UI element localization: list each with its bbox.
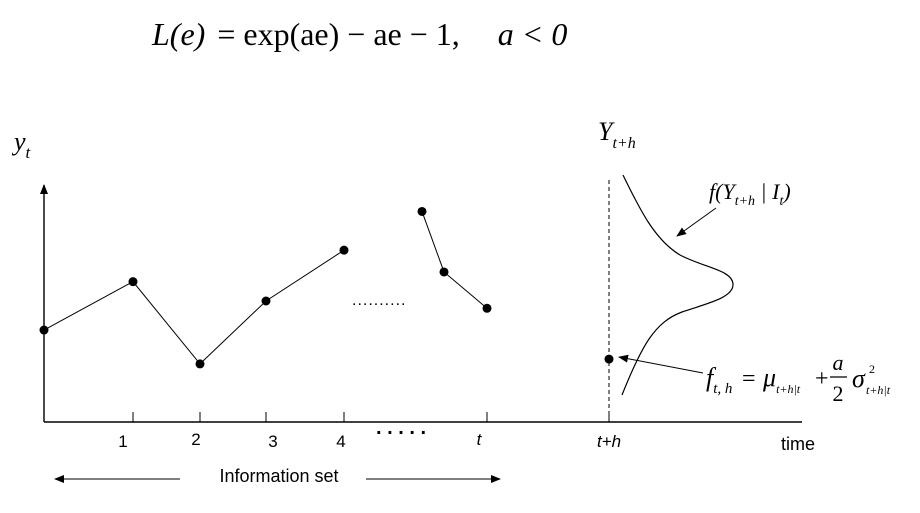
- formula-lhs: L(e): [151, 16, 205, 52]
- forecast-formula-f: f: [706, 363, 717, 392]
- data-point-0-2: [195, 359, 205, 369]
- forecast-formula: ft, h = μt+h|t + a 2 σ 2 t+h|t: [706, 350, 891, 406]
- y-axis-label: yt: [11, 127, 32, 162]
- forecast-formula-sigma-group: σ: [852, 364, 866, 393]
- data-series: [39, 206, 614, 369]
- formula-condition: a < 0: [498, 16, 568, 52]
- density-label-set: I: [771, 179, 781, 204]
- tick-label-t-plus-h: t+h: [597, 432, 621, 451]
- forecast-formula-den: 2: [833, 381, 844, 406]
- data-point-1-1: [439, 267, 449, 277]
- series-line-1: [421, 211, 488, 309]
- forecast-label-main: Y: [598, 117, 615, 146]
- data-point-1-2: [482, 303, 492, 313]
- density-label-var: Y: [722, 179, 737, 204]
- ellipsis-axis: . . . . .: [376, 417, 426, 439]
- forecast-formula-f-group: ft, h: [706, 363, 732, 397]
- formula-rhs: = exp(ae) − ae − 1,: [217, 16, 459, 52]
- forecast-formula-sigma: σ: [852, 364, 866, 393]
- tick-label-3: 3: [268, 432, 277, 451]
- density-curve: [621, 174, 734, 396]
- forecast-formula-mu-group: μt+h|t: [762, 363, 801, 396]
- y-axis-label-sub: t: [26, 143, 32, 162]
- forecast-formula-eq: =: [742, 366, 756, 392]
- density-label-bar: |: [755, 179, 772, 204]
- forecast-formula-sigma-sub: t+h|t: [866, 383, 891, 397]
- y-axis-label-main: y: [11, 127, 26, 156]
- forecast-formula-num: a: [833, 350, 844, 375]
- forecast-point: [604, 354, 614, 364]
- density-label-set-sub: t: [779, 194, 784, 209]
- density-arrow: [676, 207, 717, 237]
- tick-label-2: 2: [191, 430, 200, 449]
- forecast-formula-f-sub: t, h: [713, 381, 732, 397]
- x-axis-label: time: [781, 434, 815, 454]
- forecast-formula-sigma-sup: 2: [869, 362, 875, 376]
- density-label-var-sub: t+h: [735, 194, 755, 209]
- data-point-0-0: [39, 325, 49, 335]
- tick-label-4: 4: [336, 432, 345, 451]
- data-point-0-4: [339, 245, 349, 255]
- forecast-label-sub: t+h: [612, 135, 635, 152]
- forecast-formula-mu-sub: t+h|t: [776, 382, 801, 396]
- forecast-formula-mu: μ: [762, 363, 776, 392]
- forecast-label: Yt+h: [598, 117, 636, 152]
- density-label-prefix: f(: [709, 179, 724, 204]
- forecast-formula-plus: +: [815, 366, 829, 392]
- series-line-0: [43, 249, 345, 365]
- data-point-0-1: [128, 277, 138, 287]
- data-point-0-3: [261, 296, 271, 306]
- x-ticks: [132, 412, 610, 422]
- ellipsis-middle: ..........: [352, 292, 406, 309]
- info-set-label: Information set: [219, 466, 338, 486]
- tick-label-t: t: [477, 430, 483, 449]
- formula: L(e) = exp(ae) − ae − 1, a < 0: [151, 16, 567, 52]
- density-label-suffix: ): [781, 179, 790, 204]
- data-point-1-0: [417, 206, 427, 216]
- forecast-point-arrow: [618, 354, 704, 374]
- density-label: f(Yt+h | It): [709, 179, 791, 209]
- tick-label-1: 1: [118, 432, 127, 451]
